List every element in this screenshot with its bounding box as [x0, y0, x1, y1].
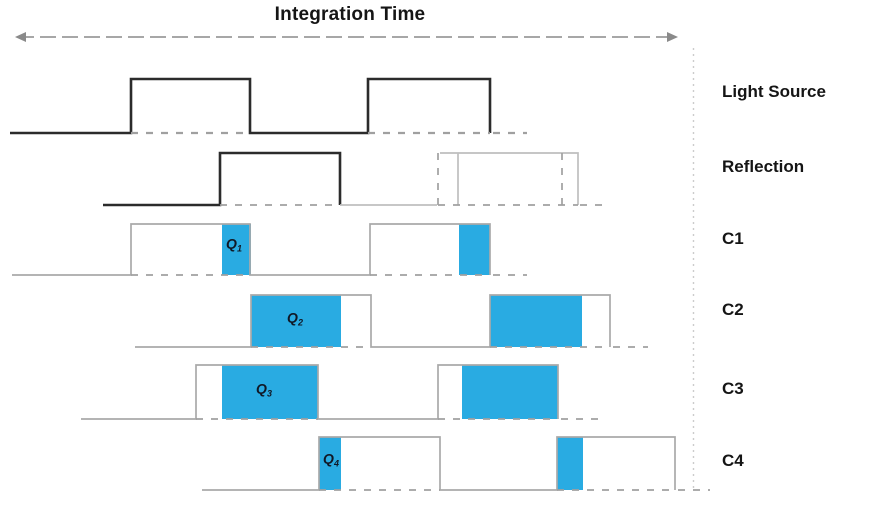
charge-label-q1: Q1	[226, 235, 242, 254]
signal-label-reflection: Reflection	[722, 157, 805, 176]
c2-charge-fill-1	[251, 295, 341, 347]
light-source-wave-1	[10, 77, 492, 135]
signal-label-c2: C2	[722, 300, 744, 319]
c3-charge-fill-2	[462, 365, 558, 419]
signal-label-light-source: Light Source	[722, 82, 826, 101]
c4-charge-fill-2	[557, 437, 583, 490]
c1-wave-1	[12, 223, 491, 276]
charge-label-q3: Q3	[256, 380, 272, 399]
c3-charge-fill-1	[222, 365, 318, 419]
reflection-wave-1	[103, 151, 342, 207]
integration-arrow-right-head	[667, 32, 678, 42]
c4-wave-1	[202, 436, 676, 491]
c1-charge-fill-2	[459, 224, 490, 275]
charge-label-q4: Q4	[323, 450, 339, 469]
c2-wave-1	[135, 294, 611, 348]
signal-label-c4: C4	[722, 451, 744, 470]
c2-charge-fill-2	[490, 295, 582, 347]
signal-label-c1: C1	[722, 229, 744, 248]
c4-charge-fill-1	[319, 437, 341, 490]
charge-label-q2: Q2	[287, 309, 303, 328]
c1-charge-fill-1	[222, 224, 251, 275]
reflection-wave-4	[440, 152, 579, 205]
diagram-title: Integration Time	[274, 4, 426, 25]
integration-arrow-left-head	[15, 32, 26, 42]
signal-label-c3: C3	[722, 379, 744, 398]
